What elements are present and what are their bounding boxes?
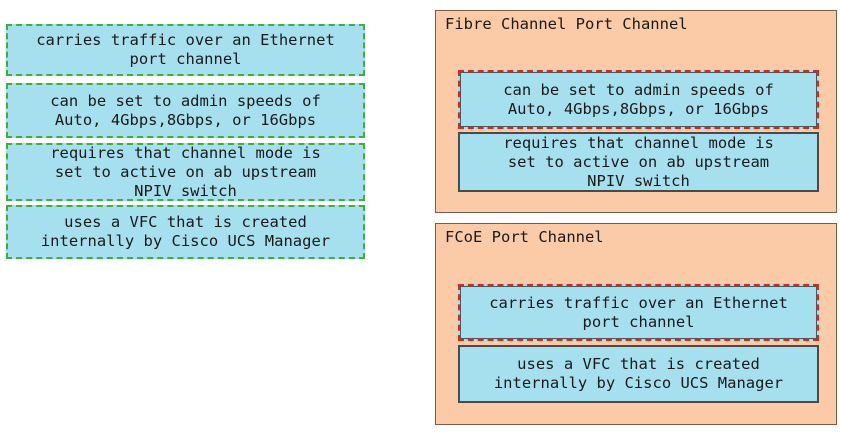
zone-title: Fibre Channel Port Channel (445, 15, 688, 33)
zone-title: FCoE Port Channel (445, 228, 604, 246)
item-line: carries traffic over an Ethernet (36, 31, 335, 49)
item-line: requires that channel mode is (50, 143, 321, 162)
item-line: set to active on ab upstream (54, 162, 317, 181)
item-line: requires that channel mode is (503, 133, 774, 152)
item-line: port channel (129, 50, 242, 68)
item-line: Auto, 4Gbps,8Gbps, or 16Gbps (507, 99, 770, 118)
item-line: port channel (582, 312, 695, 331)
item-line: NPIV switch (134, 181, 237, 200)
item-line: can be set to admin speeds of (503, 80, 774, 99)
item-line: NPIV switch (587, 171, 690, 190)
item-line: carries traffic over an Ethernet (489, 293, 788, 312)
item-line: set to active on ab upstream (507, 152, 770, 171)
item-line: uses a VFC that is created (64, 213, 307, 231)
item-line: internally by Cisco UCS Manager (40, 232, 331, 250)
item-line: uses a VFC that is created (517, 355, 760, 373)
item-line: Auto, 4Gbps,8Gbps, or 16Gbps (54, 110, 317, 129)
item-line: internally by Cisco UCS Manager (493, 374, 784, 392)
item-line: can be set to admin speeds of (50, 91, 321, 110)
